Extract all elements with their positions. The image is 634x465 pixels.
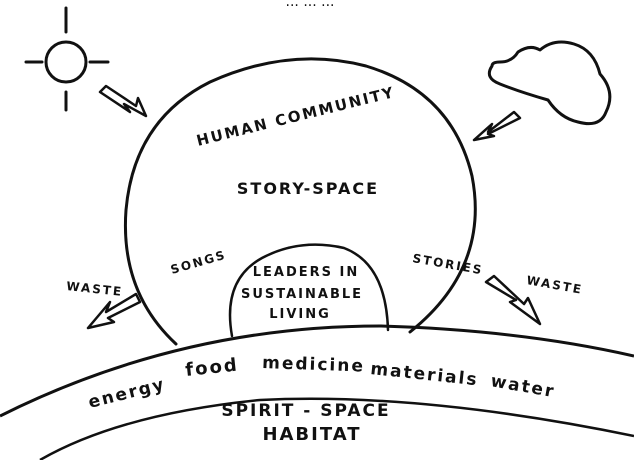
earth-middle-arc bbox=[39, 397, 634, 462]
waste-right-arrow-icon bbox=[484, 274, 542, 326]
waste-right-label: WASTE bbox=[525, 273, 584, 297]
story-space-label: STORY-SPACE bbox=[237, 179, 379, 198]
resource-energy: energy bbox=[86, 374, 167, 412]
resource-materials: materials bbox=[369, 359, 479, 390]
top-cut-text: ... ... ... bbox=[286, 0, 335, 10]
human-label: HUMAN COMMUNITY bbox=[195, 83, 397, 150]
sun-icon bbox=[24, 6, 110, 112]
stories-label: STORIES bbox=[411, 251, 484, 277]
resource-medicine: medicine bbox=[262, 353, 365, 377]
resource-food: food bbox=[184, 355, 239, 381]
cloud-icon bbox=[487, 40, 612, 126]
sun-arrow-icon bbox=[98, 84, 148, 118]
waste-left-label: WASTE bbox=[66, 279, 124, 299]
leaders-line2: SUSTAINABLE bbox=[241, 287, 363, 302]
cloud-arrow-icon bbox=[472, 110, 522, 142]
leaders-line1: LEADERS IN bbox=[253, 265, 360, 280]
earth-outer-arc bbox=[0, 324, 634, 418]
songs-label: SONGS bbox=[169, 248, 228, 277]
waste-left-arrow-icon bbox=[86, 292, 142, 330]
habitat-label: HABITAT bbox=[262, 424, 361, 445]
community-title: HUMAN COMMUNITY bbox=[195, 83, 397, 150]
leaders-dome bbox=[228, 243, 390, 338]
leaders-line3: LIVING bbox=[269, 307, 331, 322]
community-bubble bbox=[123, 57, 477, 346]
spirit-space-label: SPIRIT - SPACE bbox=[221, 401, 390, 421]
resource-water: water bbox=[489, 371, 557, 402]
